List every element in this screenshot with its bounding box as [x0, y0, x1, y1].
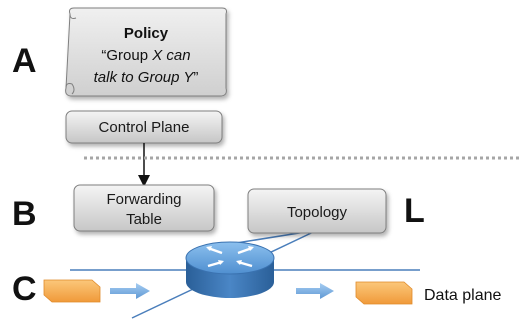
- label-a: A: [12, 42, 37, 80]
- packet-out-icon: [355, 281, 413, 305]
- router-icon: [185, 241, 275, 298]
- outgoing-arrow: [296, 283, 334, 299]
- forwarding-table-label-line1: Forwarding: [106, 191, 181, 208]
- topology-box: [247, 188, 387, 234]
- label-c: C: [12, 270, 37, 308]
- scroll-icon: [69, 13, 77, 19]
- policy-line-1: “Group X can: [101, 47, 190, 64]
- forwarding-table-box: [73, 184, 215, 232]
- incoming-arrow: [110, 283, 150, 299]
- policy-title: Policy: [124, 25, 169, 42]
- control-plane-label: Control Plane: [99, 119, 190, 136]
- policy-line-2: talk to Group Y”: [94, 69, 199, 86]
- topology-label: Topology: [287, 204, 348, 221]
- policy-scroll: [65, 7, 227, 97]
- label-l: L: [404, 192, 425, 230]
- packet-icon: [43, 279, 101, 303]
- data-plane-label: Data plane: [424, 287, 501, 304]
- forwarding-table-label-line2: Table: [126, 211, 162, 228]
- label-b: B: [12, 195, 37, 233]
